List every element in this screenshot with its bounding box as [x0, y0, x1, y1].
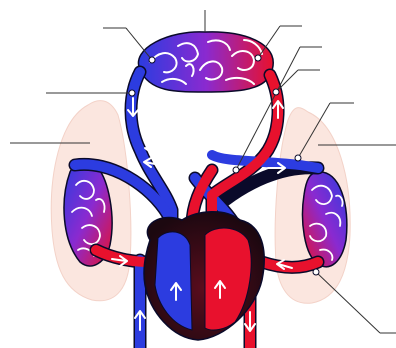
marker-2	[255, 55, 261, 61]
marker-1	[149, 57, 155, 63]
marker-7	[313, 269, 319, 275]
marker-4	[273, 89, 279, 95]
marker-6	[295, 155, 301, 161]
marker-3	[129, 90, 135, 96]
capillary-network-body	[138, 32, 273, 92]
leader-line-1b	[126, 28, 152, 60]
marker-5	[233, 167, 239, 173]
leader-line-5a	[316, 272, 380, 333]
